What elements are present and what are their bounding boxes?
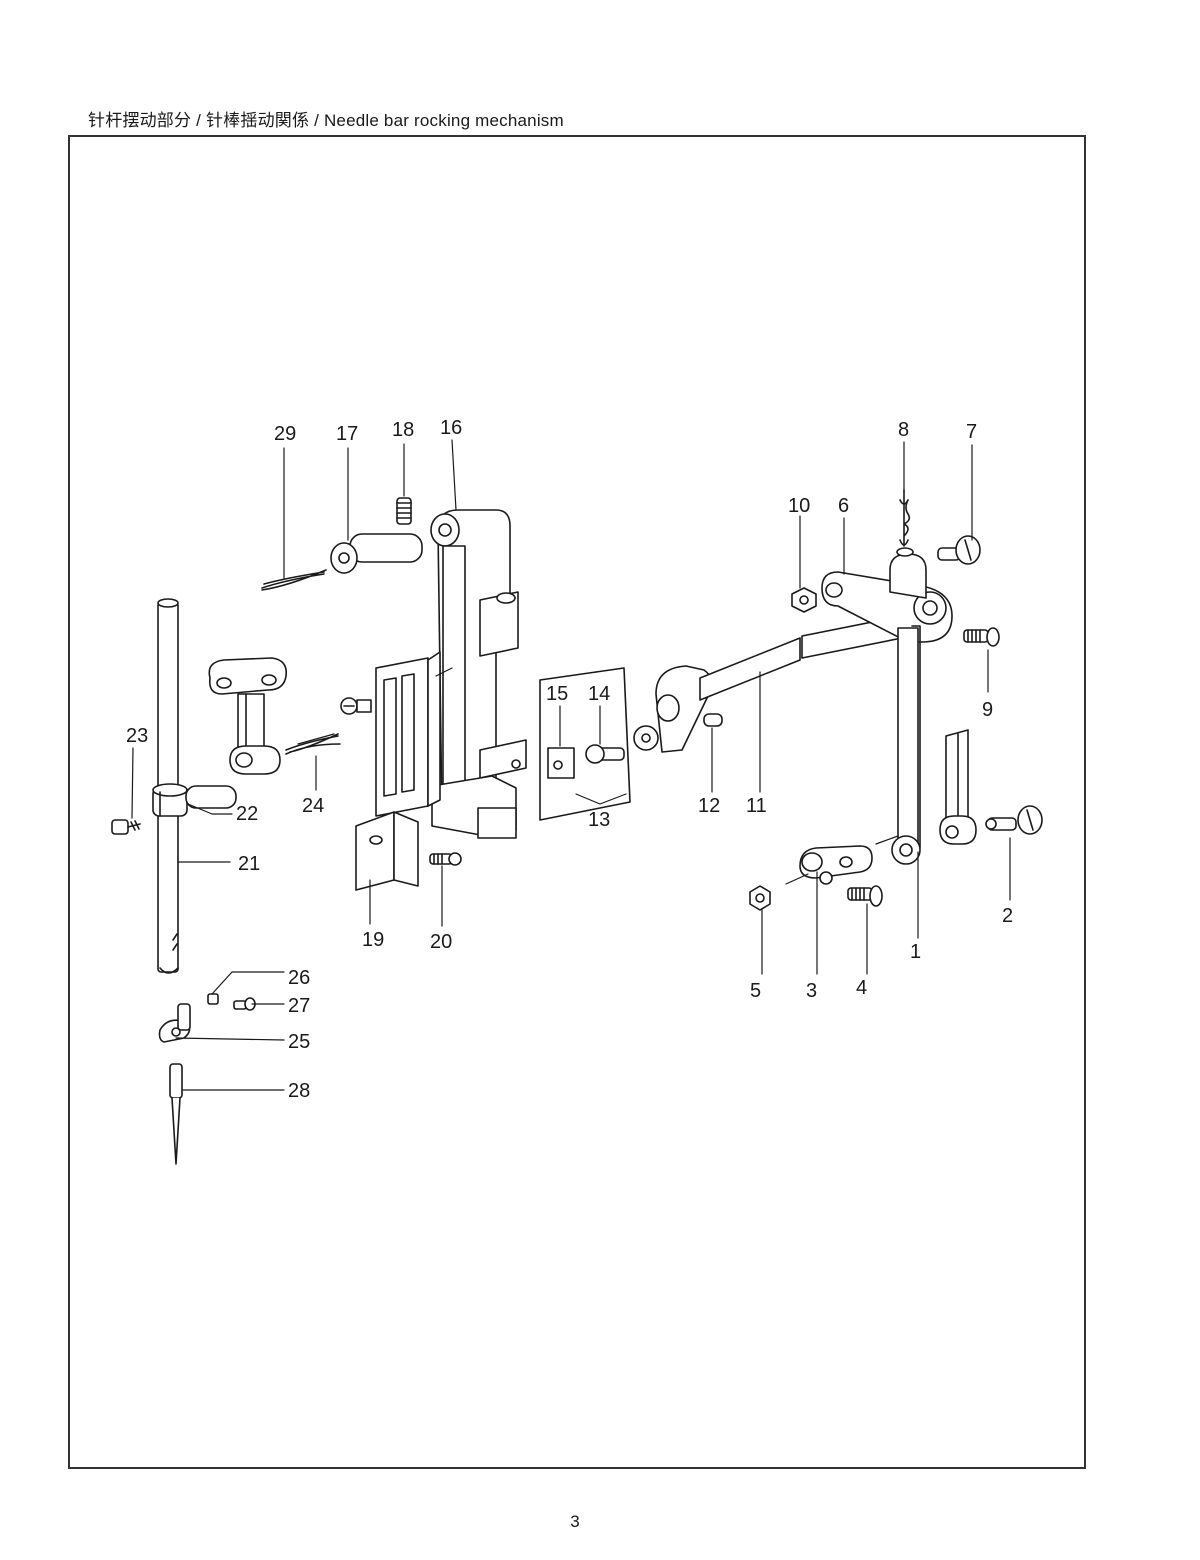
wire-spring-24 (286, 734, 340, 754)
connecting-pin (186, 786, 236, 808)
stud-14 (586, 745, 624, 763)
angle-bracket-19 (356, 812, 418, 890)
thread-guide-25 (160, 1004, 191, 1042)
guide-plate (376, 652, 440, 816)
callout-16: 16 (440, 417, 462, 439)
rocking-shaft-11 (700, 616, 902, 700)
small-screw-26 (208, 994, 218, 1004)
callout-22: 22 (236, 803, 258, 825)
upper-block (890, 548, 926, 598)
callout-12: 12 (698, 795, 720, 817)
needle-bar-clamp (153, 784, 187, 816)
rocking-frame-16 (431, 510, 526, 838)
square-block-15 (548, 748, 574, 778)
nut-10 (792, 588, 816, 612)
callout-28: 28 (288, 1080, 310, 1102)
shoulder-screw-7 (938, 536, 980, 564)
needle-28 (170, 1064, 182, 1164)
callout-27: 27 (288, 995, 310, 1017)
shaft-17 (331, 534, 422, 573)
plate-screw (341, 698, 371, 714)
callout-23: 23 (126, 725, 148, 747)
callout-9: 9 (982, 699, 993, 721)
callout-21: 21 (238, 853, 260, 875)
link-plate-3 (800, 846, 872, 884)
link-arm (209, 658, 286, 774)
long-link-1 (892, 626, 920, 864)
clamp-screw (112, 820, 140, 834)
callout-3: 3 (806, 980, 817, 1002)
callout-6: 6 (838, 495, 849, 517)
callout-15: 15 (546, 683, 568, 705)
callout-18: 18 (392, 419, 414, 441)
wire-spring-8 (900, 490, 909, 546)
callout-24: 24 (302, 795, 324, 817)
callout-25: 25 (288, 1031, 310, 1053)
callout-10: 10 (788, 495, 810, 517)
callout-2: 2 (1002, 905, 1013, 927)
screw-9 (964, 628, 999, 646)
nut-5 (750, 886, 770, 910)
shoulder-screw-2 (986, 806, 1042, 834)
wire-spring-29 (262, 570, 326, 590)
screw-20 (430, 853, 461, 865)
page-number: 3 (0, 1512, 1150, 1532)
pin-12 (704, 714, 722, 726)
callout-14: 14 (588, 683, 610, 705)
callout-26: 26 (288, 967, 310, 989)
screw-4 (848, 886, 882, 906)
callout-11: 11 (746, 795, 767, 817)
callout-20: 20 (430, 931, 452, 953)
callout-4: 4 (856, 977, 867, 999)
callout-29: 29 (274, 423, 296, 445)
callout-19: 19 (362, 929, 384, 951)
side-link (940, 730, 976, 844)
callout-5: 5 (750, 980, 761, 1002)
callout-8: 8 (898, 419, 909, 441)
callout-17: 17 (336, 423, 358, 445)
callout-1: 1 (910, 941, 921, 963)
callout-13: 13 (588, 809, 610, 831)
coil-spring-18 (397, 498, 411, 524)
callout-7: 7 (966, 421, 977, 443)
